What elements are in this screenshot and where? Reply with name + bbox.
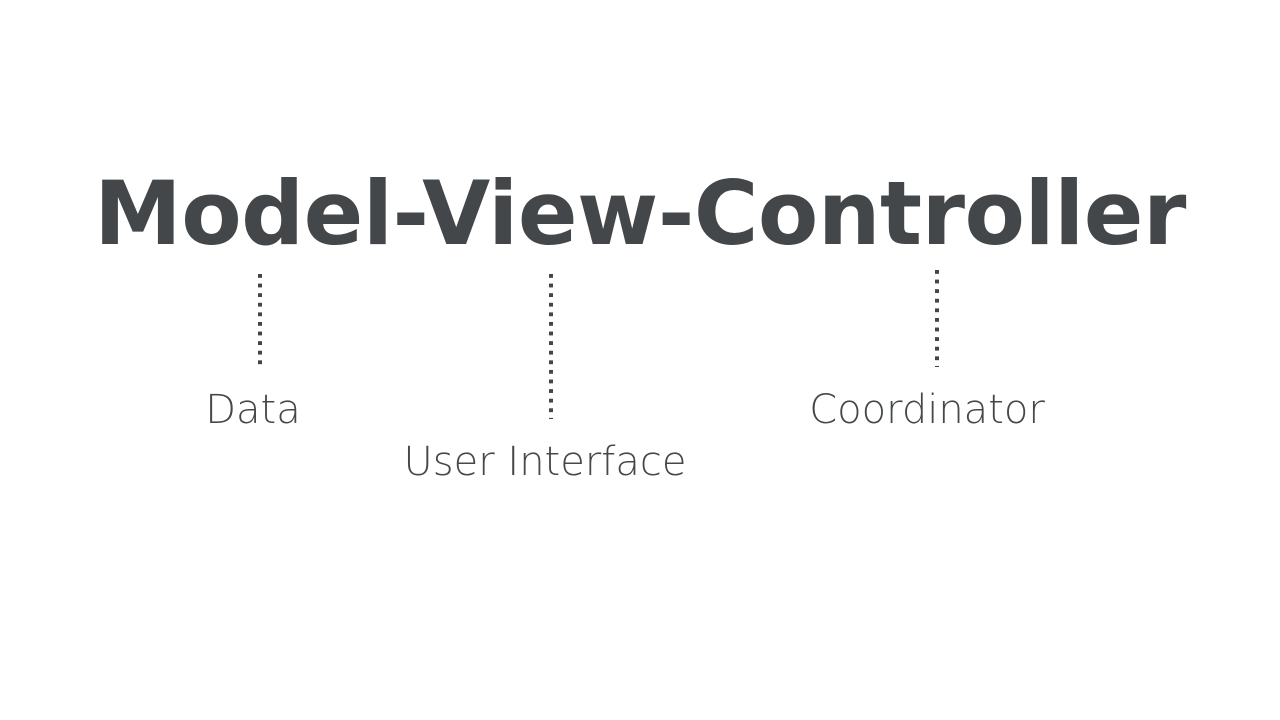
caption-controller-coordinator: Coordinator xyxy=(809,387,1045,433)
caption-model-data: Data xyxy=(205,387,301,433)
controller-connector-dotted-line xyxy=(935,270,939,367)
caption-view-user-interface: User Interface xyxy=(403,439,687,485)
model-connector-dotted-line xyxy=(258,274,262,369)
view-connector-dotted-line xyxy=(549,274,553,419)
page-title: Model-View-Controller xyxy=(94,162,1186,265)
